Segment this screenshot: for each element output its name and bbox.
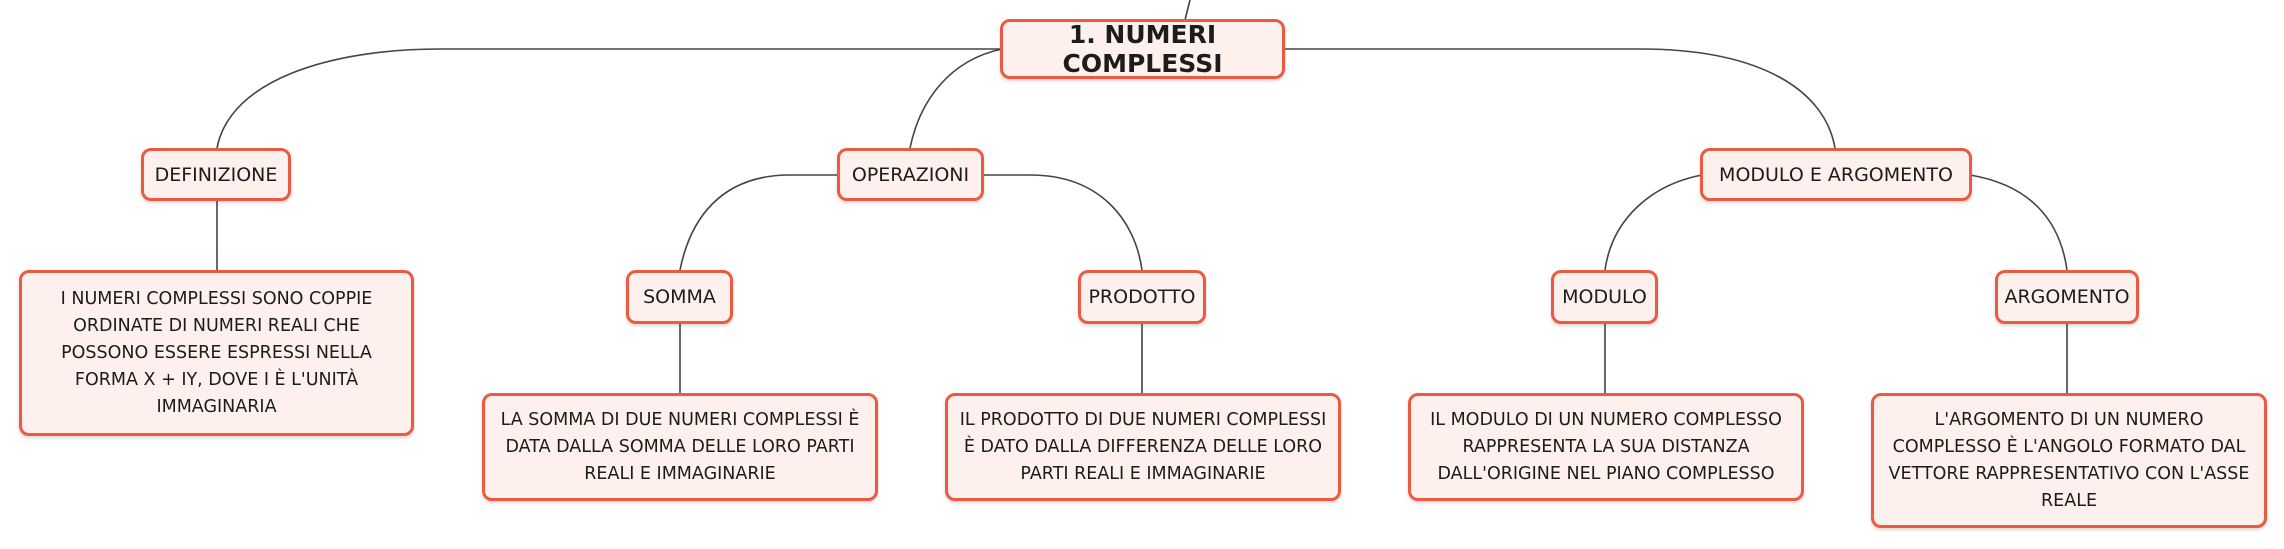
- modulo-text: IL MODULO DI UN NUMERO COMPLESSO RAPPRES…: [1430, 409, 1782, 484]
- node-argomento-text[interactable]: L'ARGOMENTO DI UN NUMERO COMPLESSO È L'A…: [1871, 393, 2267, 528]
- connector-ma-argomento: [1969, 174, 2068, 271]
- somma-label: SOMMA: [643, 286, 716, 308]
- node-modulo-text[interactable]: IL MODULO DI UN NUMERO COMPLESSO RAPPRES…: [1408, 393, 1804, 501]
- connector-root-definizione: [216, 48, 1002, 149]
- definizione-label: DEFINIZIONE: [154, 163, 278, 186]
- argomento-text: L'ARGOMENTO DI UN NUMERO COMPLESSO È L'A…: [1888, 409, 2250, 511]
- definizione-text: I NUMERI COMPLESSI SONO COPPIE ORDINATE …: [60, 288, 373, 417]
- somma-text: LA SOMMA DI DUE NUMERI COMPLESSI È DATA …: [500, 409, 860, 484]
- modulo-label: MODULO: [1562, 286, 1647, 308]
- node-somma-text[interactable]: LA SOMMA DI DUE NUMERI COMPLESSI È DATA …: [482, 393, 878, 501]
- connector-ma-modulo: [1604, 174, 1703, 271]
- connector-root-operazioni: [909, 48, 1003, 149]
- connector-root-top: [1184, 0, 1191, 21]
- connector-operazioni-somma: [679, 174, 838, 271]
- root-label: 1. NUMERI COMPLESSI: [1062, 20, 1223, 78]
- node-prodotto[interactable]: PRODOTTO: [1078, 270, 1206, 324]
- argomento-label: ARGOMENTO: [2004, 286, 2130, 308]
- node-definizione[interactable]: DEFINIZIONE: [141, 148, 291, 201]
- node-operazioni[interactable]: OPERAZIONI: [837, 148, 984, 201]
- node-modulo-argomento[interactable]: MODULO E ARGOMENTO: [1700, 148, 1972, 201]
- node-modulo[interactable]: MODULO: [1551, 270, 1658, 324]
- node-somma[interactable]: SOMMA: [626, 270, 733, 324]
- connector-operazioni-prodotto: [982, 174, 1143, 271]
- node-argomento[interactable]: ARGOMENTO: [1995, 270, 2139, 324]
- operazioni-label: OPERAZIONI: [851, 163, 970, 186]
- node-definizione-text[interactable]: I NUMERI COMPLESSI SONO COPPIE ORDINATE …: [19, 270, 414, 436]
- node-prodotto-text[interactable]: IL PRODOTTO DI DUE NUMERI COMPLESSI È DA…: [945, 393, 1341, 501]
- prodotto-label: PRODOTTO: [1088, 286, 1196, 308]
- root-node[interactable]: 1. NUMERI COMPLESSI: [1000, 19, 1285, 79]
- prodotto-text: IL PRODOTTO DI DUE NUMERI COMPLESSI È DA…: [959, 409, 1327, 484]
- modulo-argomento-label: MODULO E ARGOMENTO: [1719, 163, 1953, 186]
- connector-root-modulo-argomento: [1284, 48, 1836, 149]
